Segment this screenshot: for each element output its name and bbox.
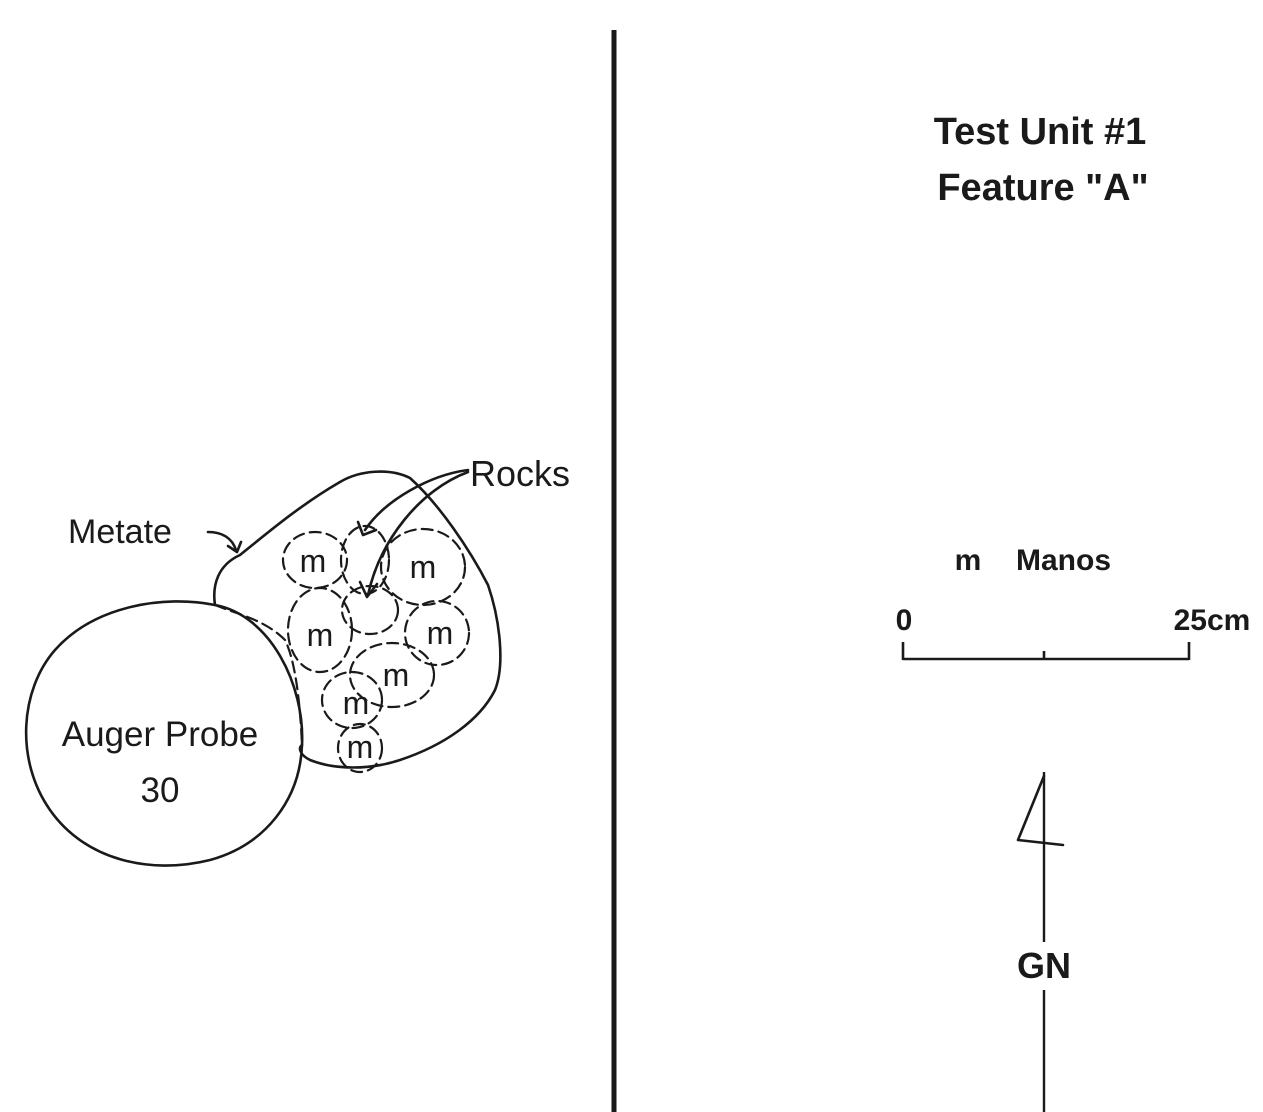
mano-marker: m bbox=[300, 543, 327, 579]
rocks-leader-line bbox=[366, 470, 470, 597]
rock-cluster bbox=[281, 524, 471, 774]
metate-leader-arrowhead bbox=[226, 540, 243, 554]
mano-marker: m bbox=[383, 657, 410, 693]
auger-probe-label: Auger Probe bbox=[62, 715, 259, 754]
rock bbox=[320, 670, 384, 730]
north-arrow-label: GN bbox=[1017, 945, 1071, 986]
scale-bar bbox=[901, 642, 1191, 661]
rock bbox=[281, 530, 349, 590]
metate-probe-boundary bbox=[213, 603, 304, 747]
legend-symbol: m bbox=[955, 544, 982, 577]
rocks-leader-arrowhead bbox=[356, 520, 378, 537]
rocks-leader-arrowhead bbox=[358, 580, 379, 599]
title-line-1: Test Unit #1 bbox=[934, 111, 1147, 153]
rock bbox=[286, 586, 354, 674]
rock bbox=[336, 722, 384, 774]
mano-marker: m bbox=[347, 729, 374, 765]
mano-markers: m m m m m m m bbox=[300, 543, 454, 765]
metate-outline bbox=[213, 470, 502, 769]
rock bbox=[348, 641, 436, 709]
rocks-leader-line bbox=[363, 468, 470, 532]
auger-probe-number: 30 bbox=[141, 771, 180, 810]
mano-marker: m bbox=[343, 685, 370, 721]
mano-marker: m bbox=[427, 615, 454, 651]
legend-text: Manos bbox=[1016, 544, 1111, 577]
scale-end-label: 25cm bbox=[1174, 604, 1251, 637]
rock bbox=[339, 524, 391, 596]
mano-marker: m bbox=[307, 617, 334, 653]
metate-leader-line bbox=[206, 530, 238, 552]
metate-label: Metate bbox=[68, 513, 172, 551]
north-arrow bbox=[1016, 772, 1065, 1112]
rock bbox=[403, 599, 471, 667]
scale-start-label: 0 bbox=[896, 604, 913, 637]
title-line-2: Feature "A" bbox=[937, 167, 1148, 209]
rocks-label: Rocks bbox=[470, 453, 570, 494]
mano-marker: m bbox=[410, 549, 437, 585]
